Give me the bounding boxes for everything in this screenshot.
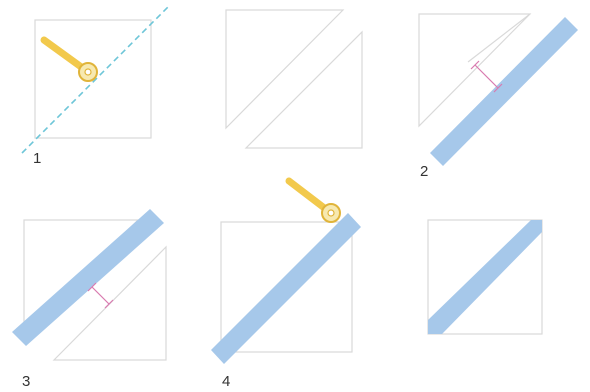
panel-3: 2 [419,14,578,180]
panel-6 [428,220,542,334]
fabric-strip [430,17,578,166]
panel-1: 1 [22,7,168,167]
step-label-1: 1 [33,150,41,167]
fabric-strip [211,213,361,364]
seam-mark [92,287,109,304]
seam-mark [475,65,498,88]
panel-2 [226,10,362,148]
step-label-4: 3 [22,373,30,390]
panel-5: 4 [211,181,361,390]
cut-guide-line [22,7,168,153]
step-label-5: 4 [222,373,230,390]
fabric-strip [428,220,542,334]
rotary-cutter-icon [44,40,97,81]
rotary-cutter-icon [289,181,340,222]
step-label-3: 2 [420,163,428,180]
panel-4: 3 [12,209,166,390]
